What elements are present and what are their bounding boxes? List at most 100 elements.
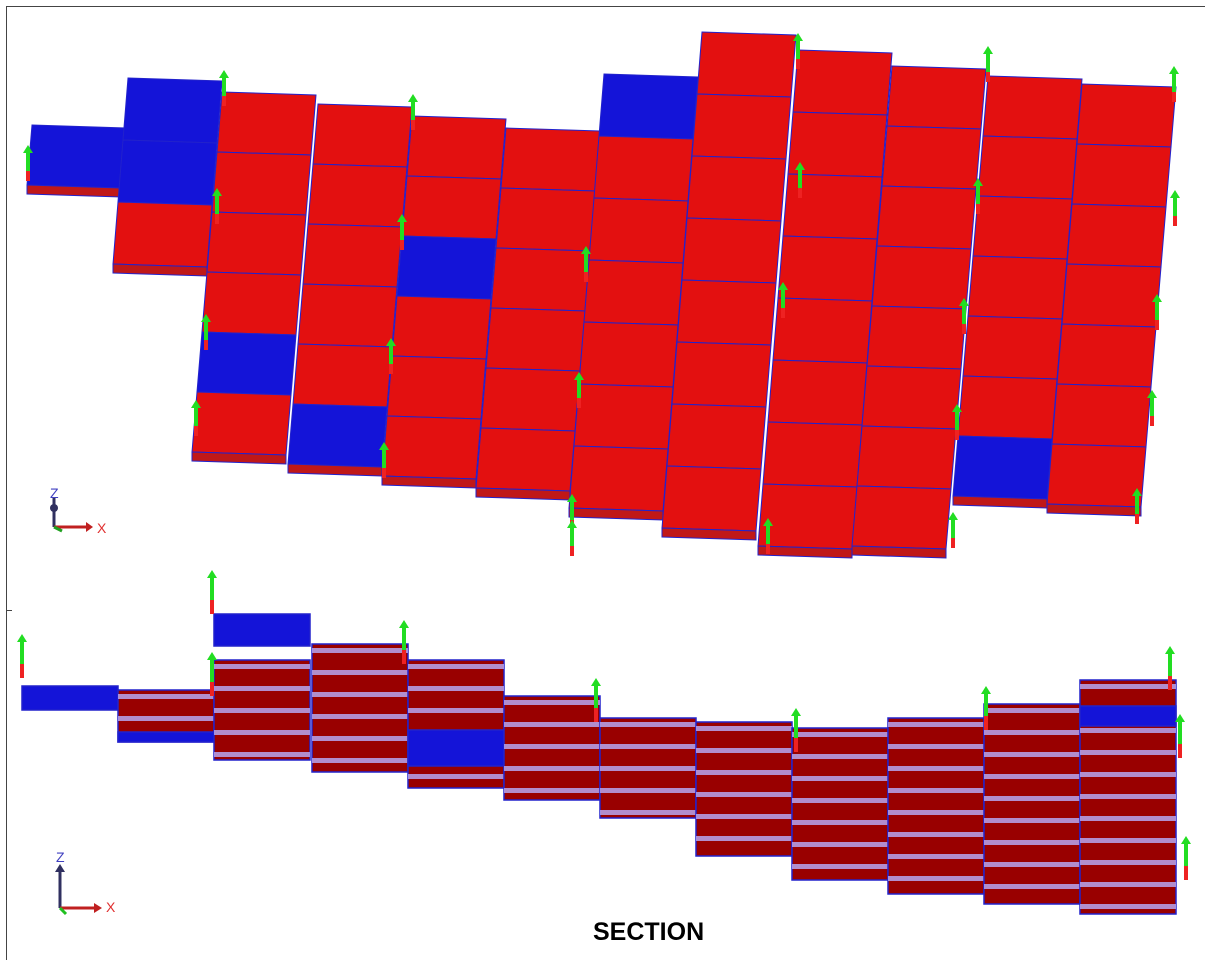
- section-layer-line: [792, 842, 888, 847]
- section-layer-line: [312, 736, 408, 741]
- section-layer-line: [312, 758, 408, 763]
- section-layer-line: [1080, 750, 1176, 755]
- plan-cell-edge: [661, 527, 757, 541]
- support-arrow-icon: [959, 298, 969, 334]
- plan-cell-edge: [851, 545, 947, 559]
- section-layer-line: [1080, 816, 1176, 821]
- support-arrow-icon: [983, 46, 993, 82]
- section-layer-line: [214, 708, 310, 713]
- section-layer-line: [408, 686, 504, 691]
- support-arrow-icon: [795, 162, 805, 198]
- section-layer-line: [504, 700, 600, 705]
- section-layer-line: [888, 722, 984, 727]
- support-arrow-icon: [397, 214, 407, 250]
- axis-z-arrowhead-bottom: [55, 864, 65, 872]
- section-layer-line: [118, 694, 214, 699]
- section-layer-line: [600, 766, 696, 771]
- section-layer-line: [984, 752, 1080, 757]
- support-arrow-icon: [408, 94, 418, 130]
- section-layer-line: [696, 770, 792, 775]
- section-slab: [311, 643, 409, 773]
- section-layer-line: [312, 670, 408, 675]
- section-slab: [213, 613, 311, 647]
- section-layer-line: [792, 776, 888, 781]
- section-layer-line: [696, 726, 792, 731]
- section-title: SECTION: [593, 918, 705, 946]
- section-layer-line: [984, 818, 1080, 823]
- section-layer-line: [408, 664, 504, 669]
- section-layer-line: [1080, 882, 1176, 887]
- support-arrow-icon: [207, 652, 217, 696]
- support-arrow-icon: [1152, 294, 1162, 330]
- support-arrow-icon: [1170, 190, 1180, 226]
- view-divider: [6, 610, 12, 611]
- section-layer-line: [1080, 684, 1176, 689]
- section-layer-line: [118, 716, 214, 721]
- section-layer-line: [984, 796, 1080, 801]
- section-layer-line: [888, 744, 984, 749]
- support-arrow-icon: [567, 520, 577, 556]
- support-arrow-icon: [23, 145, 33, 181]
- section-slab: [791, 727, 889, 881]
- support-arrow-icon: [981, 686, 991, 730]
- support-arrow-icon: [793, 33, 803, 69]
- support-arrow-icon: [399, 620, 409, 664]
- support-arrow-icon: [201, 314, 211, 350]
- support-arrow-icon: [1169, 66, 1179, 102]
- section-layer-line: [792, 754, 888, 759]
- section-layer-line: [600, 722, 696, 727]
- section-layer-line: [888, 854, 984, 859]
- section-layer-line: [792, 864, 888, 869]
- section-layer-line: [984, 884, 1080, 889]
- section-layer-line: [1080, 794, 1176, 799]
- support-arrow-icon: [1132, 488, 1142, 524]
- section-layer-line: [214, 730, 310, 735]
- support-arrow-icon: [17, 634, 27, 678]
- section-layer-line: [696, 814, 792, 819]
- section-layer-line: [408, 708, 504, 713]
- support-arrow-icon: [207, 570, 217, 614]
- support-arrow-icon: [973, 178, 983, 214]
- section-layer-line: [504, 744, 600, 749]
- support-arrow-icon: [948, 512, 958, 548]
- section-slab: [1079, 705, 1177, 727]
- section-layer-line: [214, 686, 310, 691]
- plan-cell-edge: [1046, 503, 1142, 517]
- section-layer-line: [888, 810, 984, 815]
- support-arrow-icon: [763, 518, 773, 554]
- support-arrow-icon: [1175, 714, 1185, 758]
- section-layer-line: [792, 798, 888, 803]
- axis-x-arrowhead-top: [86, 522, 93, 532]
- axis-y-stub-top: [53, 525, 63, 533]
- support-arrow-icon: [591, 678, 601, 722]
- section-layer-line: [214, 752, 310, 757]
- support-arrow-icon: [778, 282, 788, 318]
- section-layer-line: [984, 774, 1080, 779]
- section-layer-line: [984, 862, 1080, 867]
- section-layer-line: [312, 692, 408, 697]
- section-layer-line: [1080, 772, 1176, 777]
- section-layer-line: [600, 744, 696, 749]
- support-arrow-icon: [1147, 390, 1157, 426]
- section-layer-line: [696, 748, 792, 753]
- plan-cell-edge: [757, 545, 853, 559]
- section-slab: [407, 729, 505, 767]
- section-layer-line: [600, 810, 696, 815]
- axis-x-label-bottom: X: [106, 899, 116, 915]
- section-layer-line: [312, 648, 408, 653]
- support-arrow-icon: [191, 400, 201, 436]
- axis-y-stub-bottom: [58, 906, 68, 916]
- axis-origin-top: [50, 504, 58, 512]
- axis-x-label-top: X: [97, 520, 107, 536]
- section-layer-line: [888, 832, 984, 837]
- viewport-frame: [6, 6, 1205, 960]
- section-layer-line: [888, 766, 984, 771]
- support-arrow-icon: [952, 404, 962, 440]
- support-arrow-icon: [581, 246, 591, 282]
- section-slab: [983, 703, 1081, 905]
- section-layer-line: [504, 722, 600, 727]
